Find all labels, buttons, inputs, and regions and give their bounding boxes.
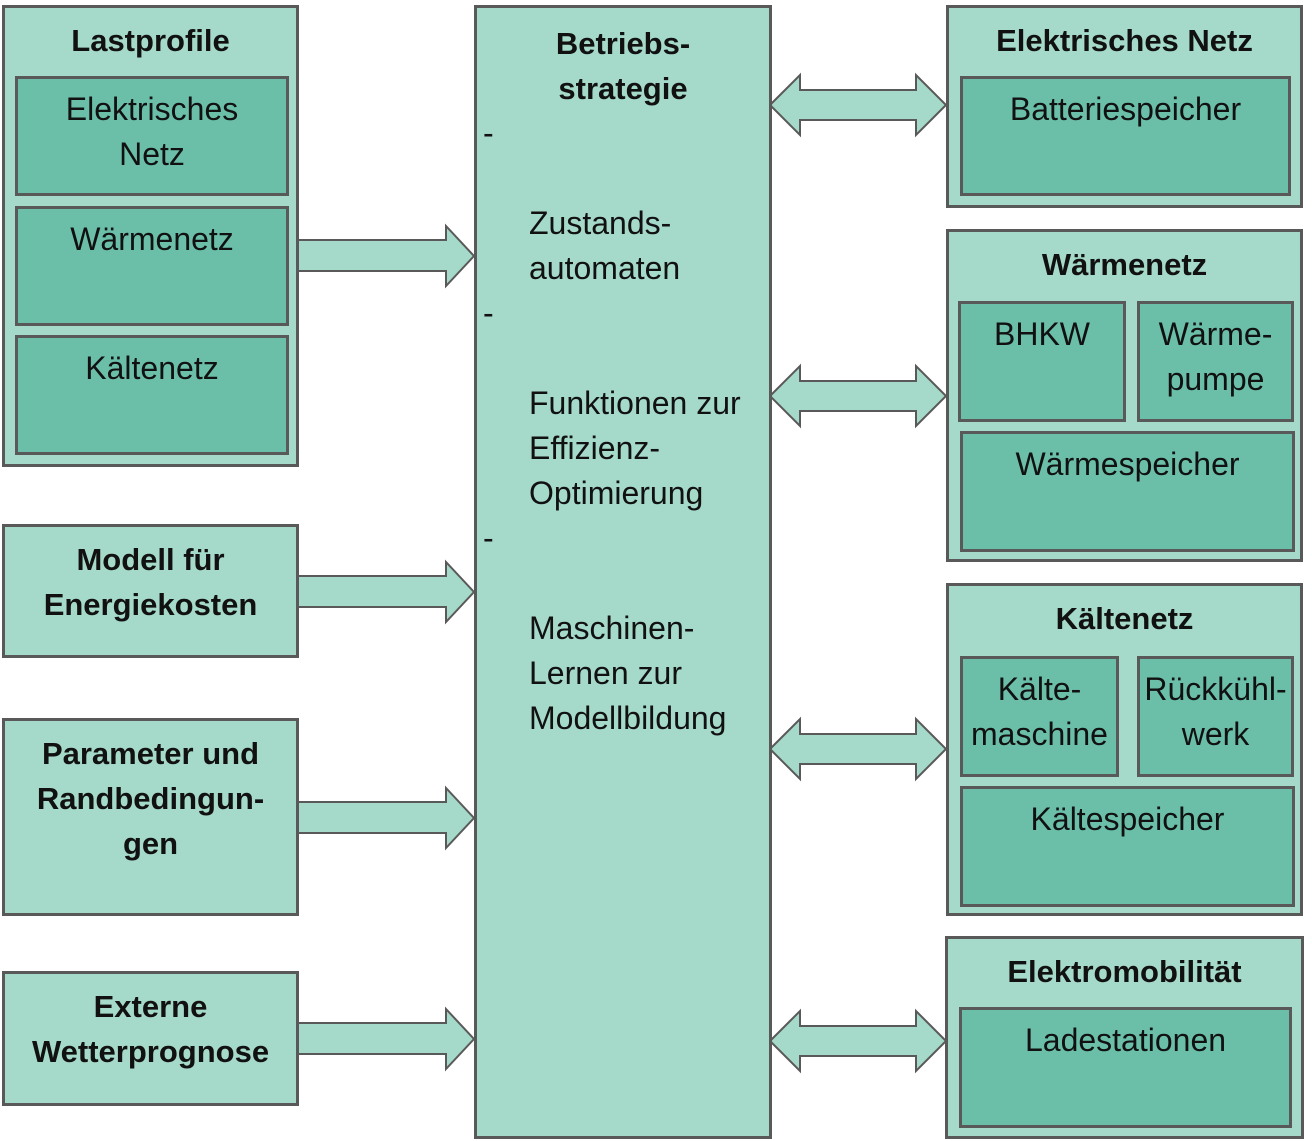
betriebsstrategie-list: - Zustands- automaten - Funktionen zur E… (477, 111, 769, 741)
list-item: - Maschinen- Lernen zur Modellbildung (477, 516, 769, 741)
lastprofile-waermenetz: Wärmenetz (15, 206, 289, 326)
externe-wetterprognose-box: Externe Wetterprognose (2, 971, 299, 1106)
parameter-randbedingungen-box: Parameter und Randbedingun- gen (2, 718, 299, 916)
arrow-wetter-to-strategie (297, 1006, 476, 1072)
lastprofile-elektrisches-netz: Elektrisches Netz (15, 76, 289, 196)
rueckkuehlwerk-block: Rückkühl- werk (1137, 656, 1294, 777)
waermespeicher-block: Wärmespeicher (960, 431, 1295, 552)
arrow-strategie-kaeltenetz (768, 716, 948, 782)
betriebsstrategie-box: Betriebs- strategie - Zustands- automate… (474, 5, 772, 1139)
elektrisches-netz-box: Elektrisches Netz Batteriespeicher (946, 5, 1303, 208)
bhkw-block: BHKW (958, 301, 1126, 422)
lastprofile-kaeltenetz: Kältenetz (15, 335, 289, 455)
arrow-lastprofile-to-strategie (297, 223, 476, 289)
waermenetz-box: Wärmenetz BHKW Wärme- pumpe Wärmespeiche… (946, 229, 1303, 562)
list-item-text: Zustands- automaten (529, 205, 681, 286)
elektromobilitaet-title: Elektromobilität (1007, 954, 1242, 989)
arrow-modell-to-strategie (297, 559, 476, 625)
modell-energiekosten-box: Modell für Energiekosten (2, 524, 299, 658)
arrow-parameter-to-strategie (297, 785, 476, 851)
lastprofile-title: Lastprofile (71, 23, 230, 58)
waermepumpe-block: Wärme- pumpe (1137, 301, 1294, 422)
modell-energiekosten-title: Modell für Energiekosten (43, 542, 258, 622)
externe-wetterprognose-title: Externe Wetterprognose (31, 989, 270, 1069)
kaeltenetz-box: Kältenetz Kälte- maschine Rückkühl- werk… (946, 583, 1303, 916)
elektrisches-netz-title: Elektrisches Netz (996, 23, 1253, 58)
arrow-strategie-waermenetz (768, 363, 948, 429)
kaeltespeicher-block: Kältespeicher (960, 786, 1295, 907)
elektromobilitaet-box: Elektromobilität Ladestationen (945, 936, 1304, 1139)
bullet-dash: - (483, 295, 494, 331)
arrow-strategie-elektromobilitaet (768, 1008, 948, 1074)
batteriespeicher-block: Batteriespeicher (960, 76, 1291, 196)
list-item-text: Funktionen zur Effizienz- Optimierung (529, 385, 741, 511)
list-item-text: Maschinen- Lernen zur Modellbildung (529, 610, 727, 736)
list-item: - Zustands- automaten (477, 111, 769, 291)
betriebsstrategie-title: Betriebs- strategie (555, 26, 691, 106)
bullet-dash: - (483, 115, 494, 151)
bullet-dash: - (483, 520, 494, 556)
lastprofile-box: Lastprofile Elektrisches Netz Wärmenetz … (2, 5, 299, 467)
waermenetz-title: Wärmenetz (1041, 247, 1208, 282)
ladestationen-block: Ladestationen (959, 1007, 1292, 1128)
parameter-randbedingungen-title: Parameter und Randbedingun- gen (36, 736, 265, 861)
kaeltenetz-title: Kältenetz (1055, 601, 1194, 636)
list-item: - Funktionen zur Effizienz- Optimierung (477, 291, 769, 516)
arrow-strategie-elektrisches-netz (768, 72, 948, 138)
kaeltemaschine-block: Kälte- maschine (960, 656, 1119, 777)
